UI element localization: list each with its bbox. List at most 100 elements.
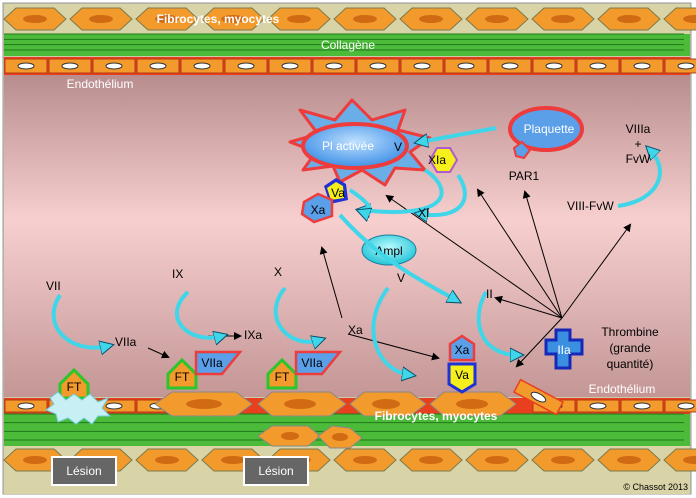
cell-nucleus [105,62,123,70]
cell-nucleus [413,62,431,70]
cell-nucleus [221,15,245,23]
v-mid-label: V [397,271,405,285]
xa-top-label: Xa [311,203,326,217]
cell-nucleus [677,402,695,410]
cell-nucleus [485,15,509,23]
cyan-arrows [51,126,662,375]
xa-complex-label: Xa [455,343,470,357]
fibrocyte-cell [663,448,696,472]
cell-nucleus [105,402,123,410]
cell-nucleus [633,62,651,70]
copyright-text: © Chassot 2013 [623,482,688,492]
endothelium-top-label: Endothélium [67,77,134,91]
cell-nucleus [457,62,475,70]
collagen-layer-top [4,33,690,56]
cell-nucleus [353,456,377,464]
resting-platelet: Plaquette PAR1 [508,106,584,183]
cell-nucleus [677,62,695,70]
ft1-label: FT [67,380,82,394]
cell-nucleus [617,15,641,23]
subendothelial-fibrocytes [154,391,517,449]
cell-nucleus [617,456,641,464]
cell-nucleus [287,15,311,23]
va-top-label: Va [331,186,345,200]
lesion-box-2: Lésion [243,456,309,486]
cell-nucleus [589,402,607,410]
cell-nucleus [551,456,575,464]
prothrombinase-top: Va Xa [300,178,348,224]
viia-free-label: VIIa [115,335,137,349]
cell-nucleus [633,402,651,410]
endothelium-bottom-label: Endothélium [589,382,656,396]
xi-label: XI [418,206,429,220]
viiia-plus: + [634,137,641,151]
endothelium-bottom [4,398,696,414]
lesion-1-label: Lésion [66,464,101,478]
thrombin-node: IIa Thrombine (grande quantité) [544,325,659,371]
cell-nucleus [23,456,47,464]
cell-nucleus [683,456,696,464]
platelet-aggregate-icon [44,391,112,425]
cell-nucleus [23,15,47,23]
ix-label: IX [172,267,183,281]
xa-mid-label: Xa [348,323,363,337]
cell-nucleus [501,62,519,70]
amplification-node: Ampl [361,234,417,266]
cell-nucleus [89,15,113,23]
cell-nucleus [155,456,179,464]
detached-endothelial-cell [512,378,564,416]
top-cells-label: Fibrocytes, myocytes [157,12,280,26]
cell-nucleus [325,62,343,70]
ixa-label: IXa [244,328,262,342]
ii-label: II [486,287,493,301]
collagen-label: Collagène [321,38,375,52]
viia3-label: VIIa [301,356,323,370]
cell-nucleus [61,62,79,70]
tissue-factor-3: FT VIIa [266,350,343,390]
cell-nucleus [419,456,443,464]
viiia-line1: VIIIa [626,122,651,136]
lesion-2-label: Lésion [258,464,293,478]
thrombin-line3: quantité) [607,357,654,371]
bottom-cells-label: Fibrocytes, myocytes [375,409,498,423]
platelet-label: Plaquette [524,122,575,136]
ft3-label: FT [275,370,290,384]
prothrombinase-bottom: Xa Va [447,334,477,394]
xia-node: XIa [428,147,459,173]
tissue-factor-1: FT [44,367,112,425]
activated-platelet: Pl activée [288,98,432,187]
fibrocyte-cell [663,7,696,31]
cell-nucleus [369,62,387,70]
cell-nucleus [281,62,299,70]
va-complex-label: Va [455,368,469,382]
x-label: X [274,265,282,279]
cell-nucleus [193,62,211,70]
cell-nucleus [589,62,607,70]
cell-nucleus [155,15,179,23]
cell-nucleus [419,15,443,23]
tissue-factor-2: FT VIIa [166,350,243,390]
bottom-cell-layer [3,446,696,494]
cell-nucleus [149,62,167,70]
cell-nucleus [545,62,563,70]
thrombin-line2: (grande [609,341,651,355]
ft2-label: FT [175,370,190,384]
cell-nucleus [221,456,245,464]
cell-nucleus [485,456,509,464]
iia-label: IIa [557,343,571,357]
viia2-label: VIIa [201,356,223,370]
cell-nucleus [551,15,575,23]
activated-platelet-label: Pl activée [322,139,374,153]
cell-nucleus [17,402,35,410]
vii-label: VII [46,279,61,293]
v-top-label: V [394,140,402,154]
cell-nucleus [237,62,255,70]
top-cell-layer [3,4,696,34]
thrombin-line1: Thrombine [601,325,659,339]
endothelium-top [4,57,696,75]
lesion-box-1: Lésion [51,456,117,486]
cell-nucleus [353,15,377,23]
cell-nucleus [17,62,35,70]
